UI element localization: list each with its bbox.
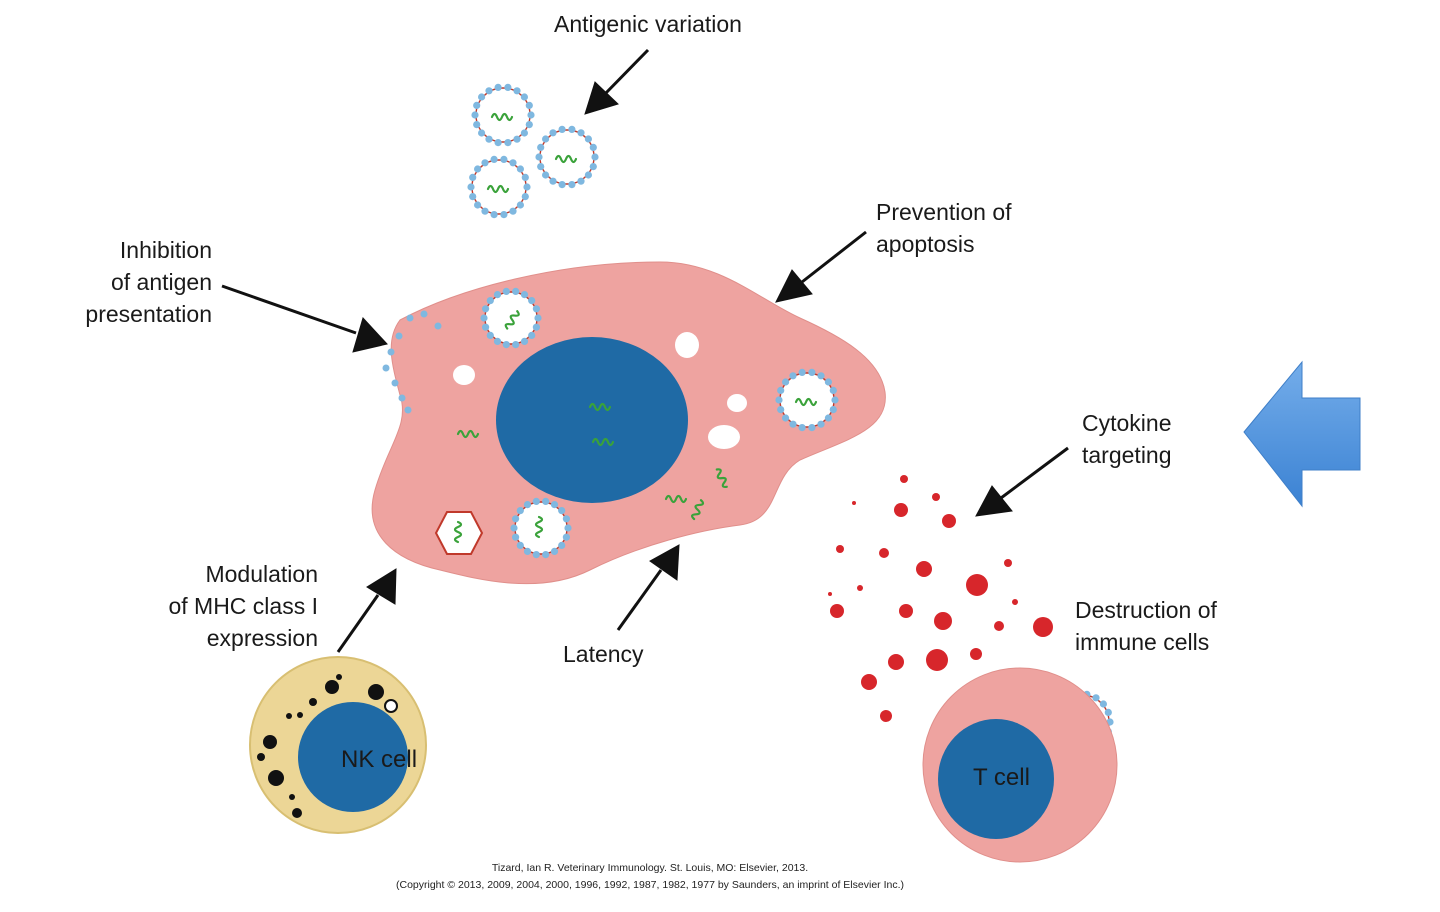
nk-granule (325, 680, 339, 694)
label-t-cell: T cell (973, 764, 1030, 791)
surface-mhc-dots (382, 310, 442, 414)
nk-granule (309, 698, 317, 706)
label-nk-cell: NK cell (341, 746, 418, 773)
cytokine-dot (899, 604, 913, 618)
label-text: Prevention of (876, 199, 1012, 225)
nk-granule (286, 713, 292, 719)
cytokine-dot (828, 592, 832, 596)
cytokine-dot (916, 561, 932, 577)
nk-granules (257, 674, 398, 818)
label-text: of MHC class I (168, 593, 318, 619)
nk-granule (292, 808, 302, 818)
cytokine-dot (942, 514, 956, 528)
virion-icon (775, 368, 839, 432)
nk-granule (368, 684, 384, 700)
cytokine-dot (880, 710, 892, 722)
nk-granule (268, 770, 284, 786)
cytokine-dot (966, 574, 988, 596)
nk-granule (384, 699, 398, 713)
cytokine-dot (888, 654, 904, 670)
cytokine-dot (857, 585, 863, 591)
cytokine-dot (1033, 617, 1053, 637)
nk-cell (249, 656, 427, 834)
label-text: immune cells (1075, 629, 1210, 655)
annotation-arrows (221, 48, 1069, 653)
cytokine-dot (861, 674, 877, 690)
label-prevention-of-apoptosis: Prevention of apoptosis (876, 196, 1012, 260)
cytokine-dot (1004, 559, 1012, 567)
nk-granule (336, 674, 342, 680)
cytokine-dot (934, 612, 952, 630)
host-nucleus (496, 337, 688, 503)
label-text: apoptosis (876, 231, 975, 257)
label-text: Inhibition (119, 237, 212, 263)
label-text: of antigen (110, 269, 212, 295)
credit-line-2: (Copyright © 2013, 2009, 2004, 2000, 199… (396, 879, 904, 891)
virion-icon (510, 497, 572, 559)
t-cell (922, 667, 1118, 863)
cytokine-dot (900, 475, 908, 483)
label-text: Latency (563, 641, 644, 667)
nk-granule (297, 712, 303, 718)
viral-capsid-icon (434, 511, 484, 555)
cytokine-dots (828, 475, 1053, 722)
label-text: expression (206, 625, 318, 651)
cytokine-dot (994, 621, 1004, 631)
nk-granule (263, 735, 277, 749)
label-latency: Latency (563, 638, 644, 670)
cytokine-dot (1012, 599, 1018, 605)
cytokine-dot (879, 548, 889, 558)
cytokine-dot (932, 493, 940, 501)
cytokine-dot (970, 648, 982, 660)
virion-icon (535, 125, 599, 189)
label-text: presentation (85, 301, 212, 327)
label-cytokine-targeting: Cytokine targeting (1082, 407, 1172, 471)
label-destruction-of-immune-cells: Destruction of immune cells (1075, 594, 1217, 658)
cytokine-dot (926, 649, 948, 671)
label-text: targeting (1082, 442, 1172, 468)
virion-icon (467, 155, 531, 219)
label-text: Antigenic variation (554, 11, 742, 37)
cell-vacuoles (453, 332, 747, 449)
virion-icon (480, 287, 542, 349)
cytokine-dot (894, 503, 908, 517)
label-inhibition-of-antigen-presentation: Inhibition of antigen presentation (40, 234, 212, 330)
label-modulation-of-mhc-class-i: Modulation of MHC class I expression (120, 558, 318, 654)
virion-icon (471, 83, 535, 147)
label-text: Cytokine (1082, 410, 1172, 436)
big-blue-arrow (1243, 360, 1361, 508)
label-antigenic-variation: Antigenic variation (554, 8, 742, 40)
cytokine-dot (836, 545, 844, 553)
cytokine-dot (830, 604, 844, 618)
credit-line-1: Tizard, Ian R. Veterinary Immunology. St… (491, 862, 809, 874)
label-text: Destruction of (1075, 597, 1217, 623)
nk-granule (289, 794, 295, 800)
cytokine-dot (852, 501, 856, 505)
nk-granule (257, 753, 265, 761)
label-text: Modulation (205, 561, 318, 587)
